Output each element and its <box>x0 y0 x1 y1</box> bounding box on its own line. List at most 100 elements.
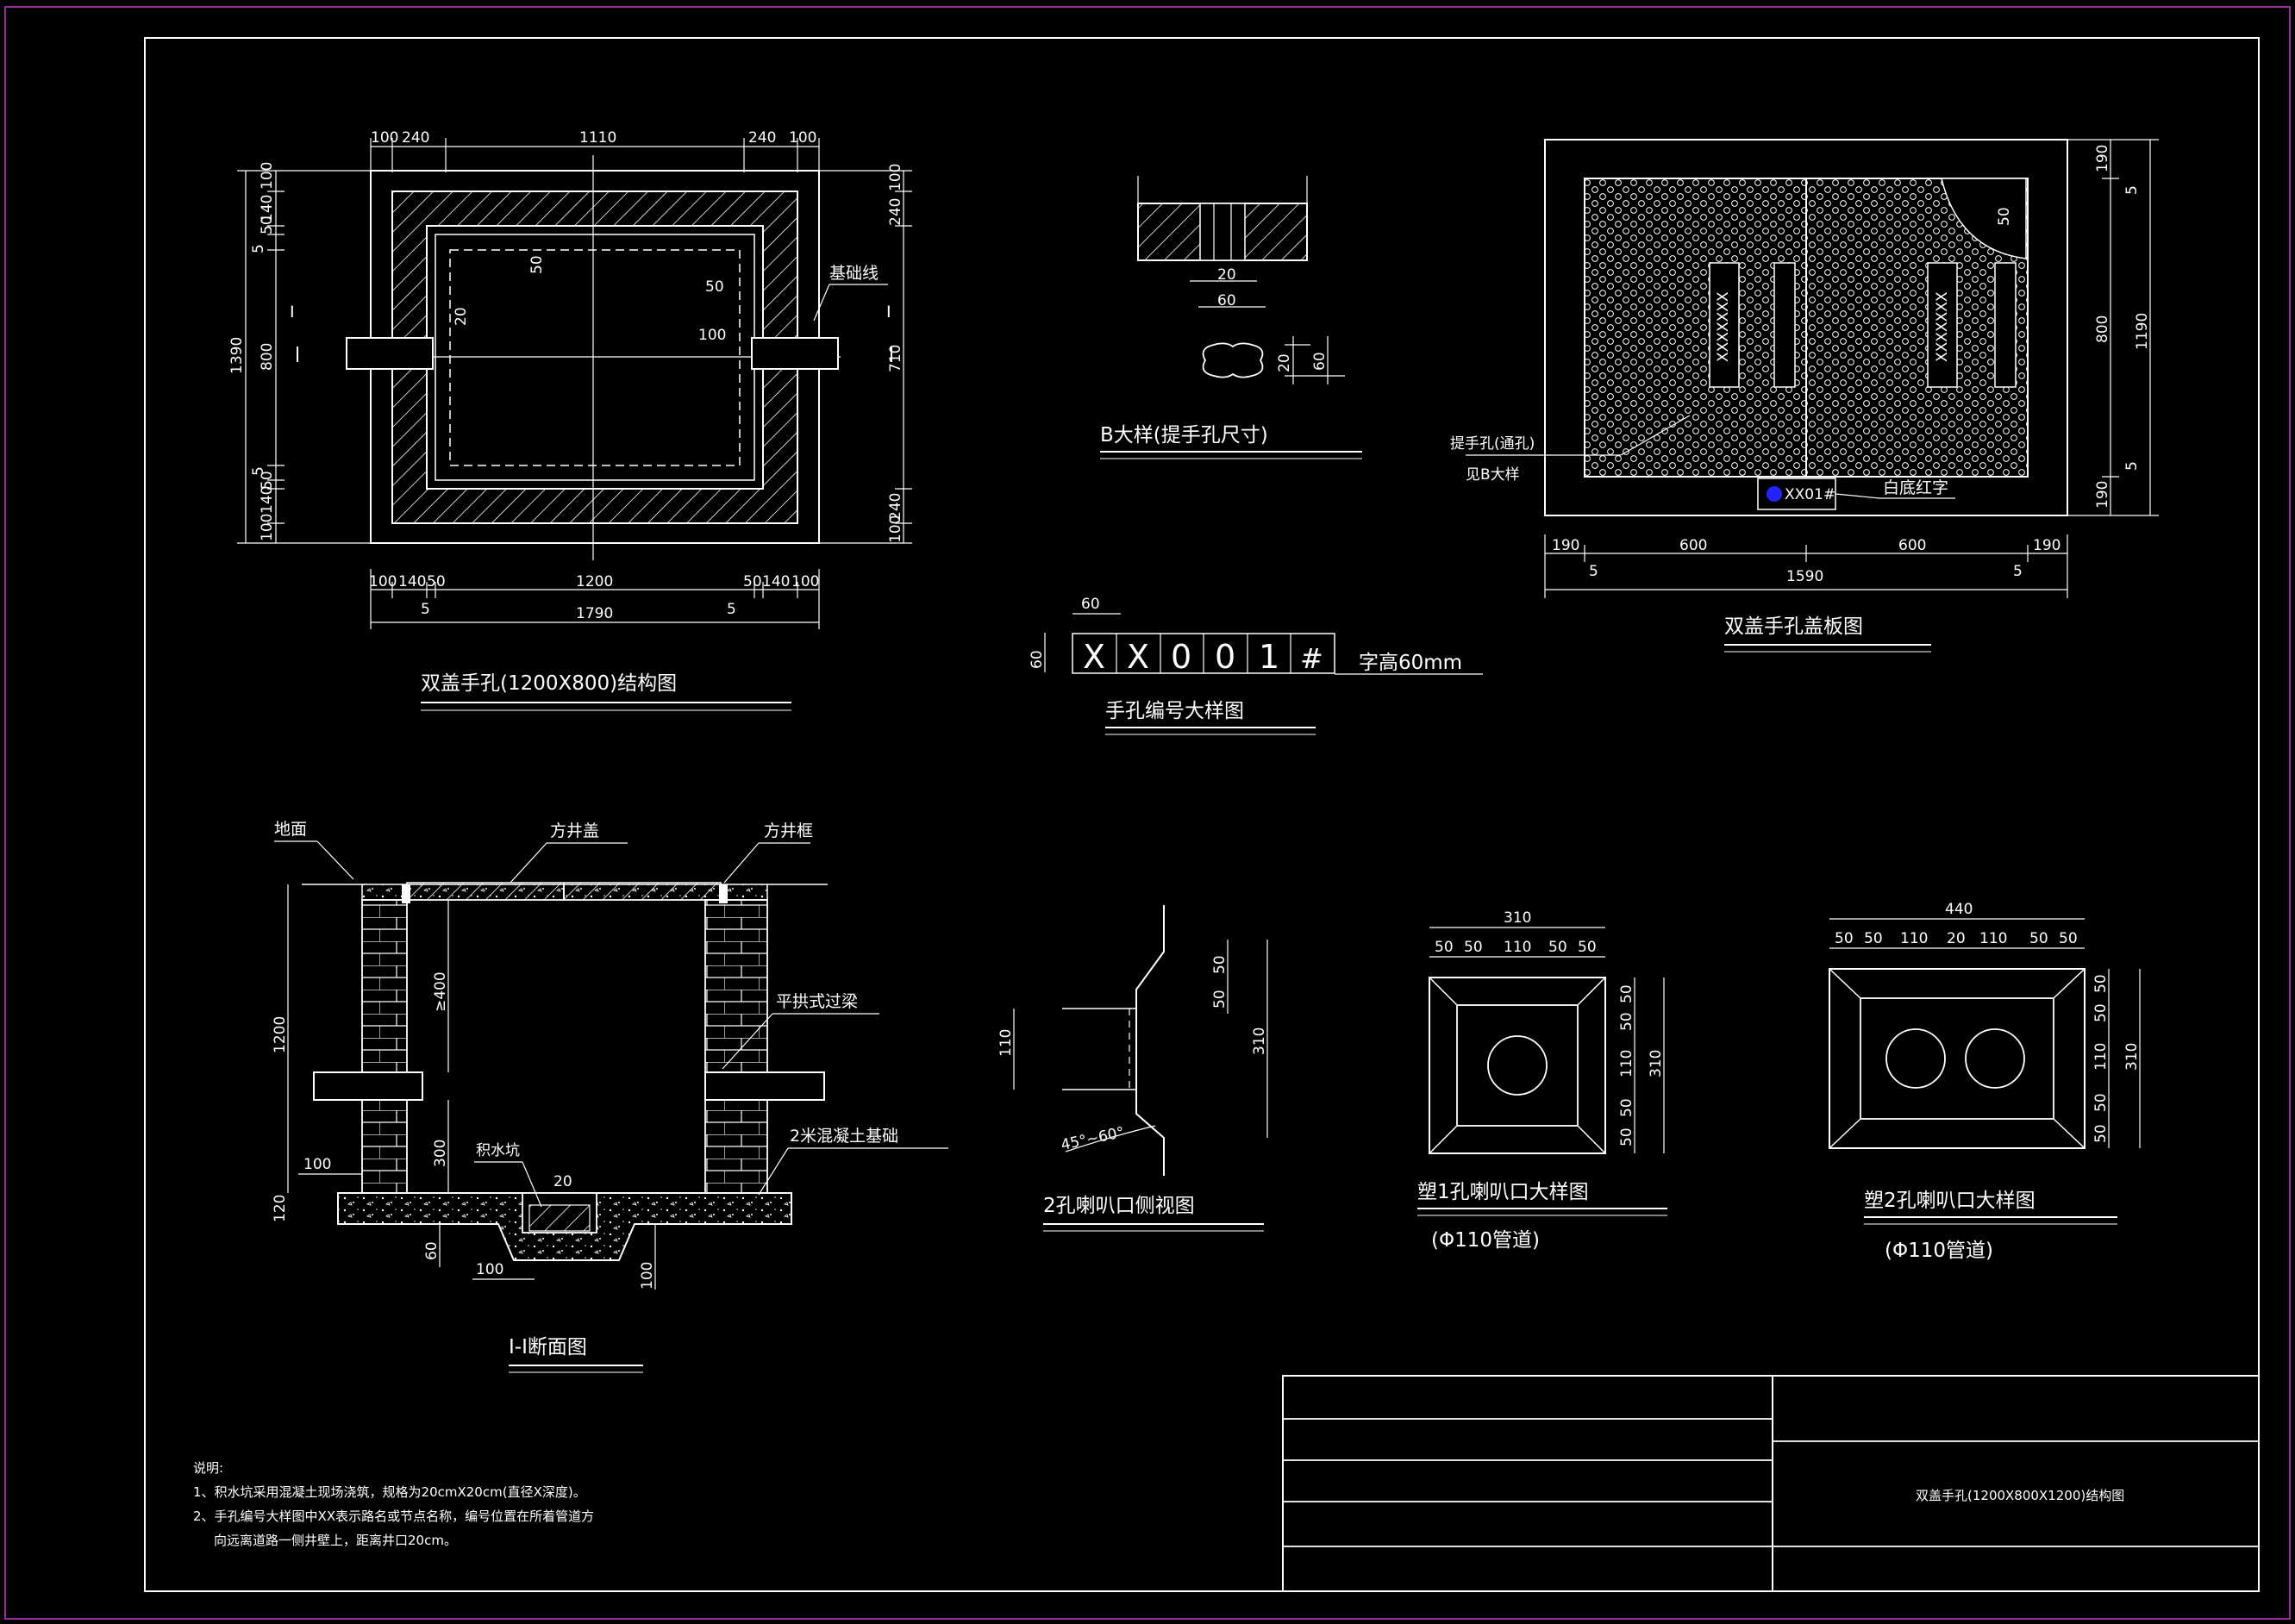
section-title: I-I断面图 <box>509 1336 587 1359</box>
number-char: X <box>1083 638 1105 676</box>
section-dim: 1200 <box>272 1016 289 1053</box>
cover-dim-right: 190 <box>2094 481 2111 509</box>
plan-dim-bottom: 100 <box>791 573 819 590</box>
notes-line: 2、手孔编号大样图中XX表示路名或节点名称，编号位置在所着管道方 <box>193 1508 594 1524</box>
horn1-dim-top: 110 <box>1504 939 1531 956</box>
horn1-subtitle: (Φ110管道) <box>1431 1229 1540 1252</box>
horn2-dim-right: 50 <box>2092 1124 2110 1143</box>
horn-angle-label: 45°~60° <box>1060 1124 1126 1154</box>
section-dim: 20 <box>553 1173 572 1190</box>
plan-dim-bottom: 140 <box>398 573 426 590</box>
label-frame: 方井框 <box>764 821 813 840</box>
section-dim: 300 <box>432 1140 449 1167</box>
plan-dim-bottom: 140 <box>762 573 790 590</box>
number-dim: 60 <box>1029 650 1046 669</box>
plan-dim-bottom: 1200 <box>576 573 613 590</box>
cover-dim-right: 800 <box>2094 315 2111 343</box>
plan-dim-top: 1110 <box>579 129 616 147</box>
horn2-dim-top: 440 <box>1945 901 1973 918</box>
plan-dim-right: 710 <box>887 345 904 372</box>
horn2-dim-top: 50 <box>2029 930 2048 947</box>
horn1-dim-top: 50 <box>1464 939 1483 956</box>
cover-dim-right: 5 <box>2123 461 2141 471</box>
horn-side-view: 110 50 50 310 45°~60° 2孔喇叭口侧视图 <box>997 905 1268 1232</box>
detail-b-dim: 20 <box>1276 353 1293 372</box>
detail-b-dim: 60 <box>1217 292 1236 309</box>
plan-dim-left: 50 <box>259 215 276 234</box>
cover-dim-bottom: 600 <box>1898 537 1926 554</box>
horn2-dim-top: 110 <box>1900 930 1928 947</box>
cover-vertical-text: XXXXXXX <box>1934 291 1951 362</box>
cover-inner-dim: 50 <box>1996 207 2013 226</box>
section-dim: 100 <box>303 1156 331 1173</box>
plan-dim-right: 100 <box>887 515 904 543</box>
horn2-subtitle: (Φ110管道) <box>1885 1240 1993 1262</box>
number-detail-title: 手孔编号大样图 <box>1105 700 1244 722</box>
horn2-dim-top: 50 <box>2059 930 2078 947</box>
cover-plate-view: XXXXXXX XXXXXXX 50 XX01# 白底红字 提手孔(通孔) 见B… <box>1450 139 2159 653</box>
horn1-title: 塑1孔喇叭口大样图 <box>1417 1181 1589 1203</box>
plan-dim-left: 5 <box>250 466 267 476</box>
plate-code: XX01# <box>1785 486 1835 503</box>
cover-dim-right: 1190 <box>2134 313 2151 350</box>
section-dim: ≥400 <box>432 971 449 1012</box>
plan-dim-left: 1390 <box>228 337 246 374</box>
detail-b-title: B大样(提手孔尺寸) <box>1100 424 1268 447</box>
section-dim: 100 <box>476 1261 503 1278</box>
number-char: # <box>1300 642 1323 675</box>
notes-line: 向远离道路一侧井壁上，距离井口20cm。 <box>214 1533 457 1548</box>
plan-dim-bottom: 50 <box>743 573 762 590</box>
cover-dim-bottom: 190 <box>1552 537 1579 554</box>
plan-dim-top: 100 <box>371 129 398 147</box>
foundation-line-callout: 基础线 <box>829 264 879 283</box>
horn1-dim-right: 50 <box>1618 1098 1635 1117</box>
notes-heading: 说明: <box>193 1460 223 1476</box>
detail-b-dim: 20 <box>1217 266 1236 284</box>
label-foundation: 2米混凝土基础 <box>790 1127 898 1146</box>
number-char: 1 <box>1259 638 1279 676</box>
plate-note: 白底红字 <box>1883 478 1948 497</box>
cover-vertical-text: XXXXXXX <box>1715 291 1732 362</box>
horn1-dim-top: 50 <box>1435 939 1454 956</box>
pipe-hole-icon <box>1487 1035 1548 1096</box>
horn1-dim-right: 50 <box>1618 1012 1635 1031</box>
section-dim: 120 <box>272 1195 289 1222</box>
plan-dim-top: 240 <box>748 129 776 147</box>
sheet-frame <box>4 6 2291 1620</box>
horn2-dim-right: 50 <box>2092 1093 2110 1112</box>
plan-dim-right: 100 <box>887 164 904 191</box>
section-mark-left: I <box>290 303 295 322</box>
horn1-dim-top: 50 <box>1578 939 1597 956</box>
lift-hole-label: 提手孔(通孔) <box>1450 435 1535 453</box>
cover-dim-bottom: 5 <box>1589 563 1598 580</box>
horn1-dim-top: 310 <box>1504 909 1531 927</box>
plan-dim-top: 240 <box>402 129 429 147</box>
label-sump: 积水坑 <box>476 1142 520 1159</box>
cover-dim-right: 5 <box>2123 185 2141 195</box>
pipe-hole-icon <box>1885 1028 1946 1089</box>
horn-side-dim: 50 <box>1211 990 1229 1009</box>
plan-view-title: 双盖手孔(1200X800)结构图 <box>421 672 677 695</box>
cover-plate-title: 双盖手孔盖板图 <box>1724 615 1863 638</box>
plan-dim-left: 5 <box>250 244 267 253</box>
title-block-drawing-name: 双盖手孔(1200X800X1200)结构图 <box>1916 1488 2124 1503</box>
plan-dim-bottom: 1790 <box>576 605 613 622</box>
section-dim: 60 <box>423 1241 441 1260</box>
number-char: 0 <box>1171 638 1191 676</box>
horn2-view: 440 50 50 110 20 110 50 50 50 50 110 50 … <box>1829 901 2141 1262</box>
plan-dim-left: 140 <box>259 486 276 514</box>
notes-line: 1、积水坑采用混凝土现场浇筑，规格为20cmX20cm(直径X深度)。 <box>193 1484 586 1500</box>
label-beam: 平拱式过梁 <box>776 992 858 1011</box>
notes-block: 说明: 1、积水坑采用混凝土现场浇筑，规格为20cmX20cm(直径X深度)。 … <box>193 1460 594 1548</box>
lift-hole-shape <box>1202 342 1264 378</box>
plan-dim-left: 50 <box>259 471 276 490</box>
horn-side-title: 2孔喇叭口侧视图 <box>1043 1195 1195 1217</box>
number-char: X <box>1127 638 1149 676</box>
horn1-dim-right: 50 <box>1618 1127 1635 1146</box>
plan-dim-bottom: 100 <box>369 573 397 590</box>
horn2-dim-top: 110 <box>1979 930 2007 947</box>
horn1-dim-right: 50 <box>1618 984 1635 1003</box>
label-ground: 地面 <box>274 820 307 839</box>
cover-dim-bottom: 190 <box>2033 537 2060 554</box>
